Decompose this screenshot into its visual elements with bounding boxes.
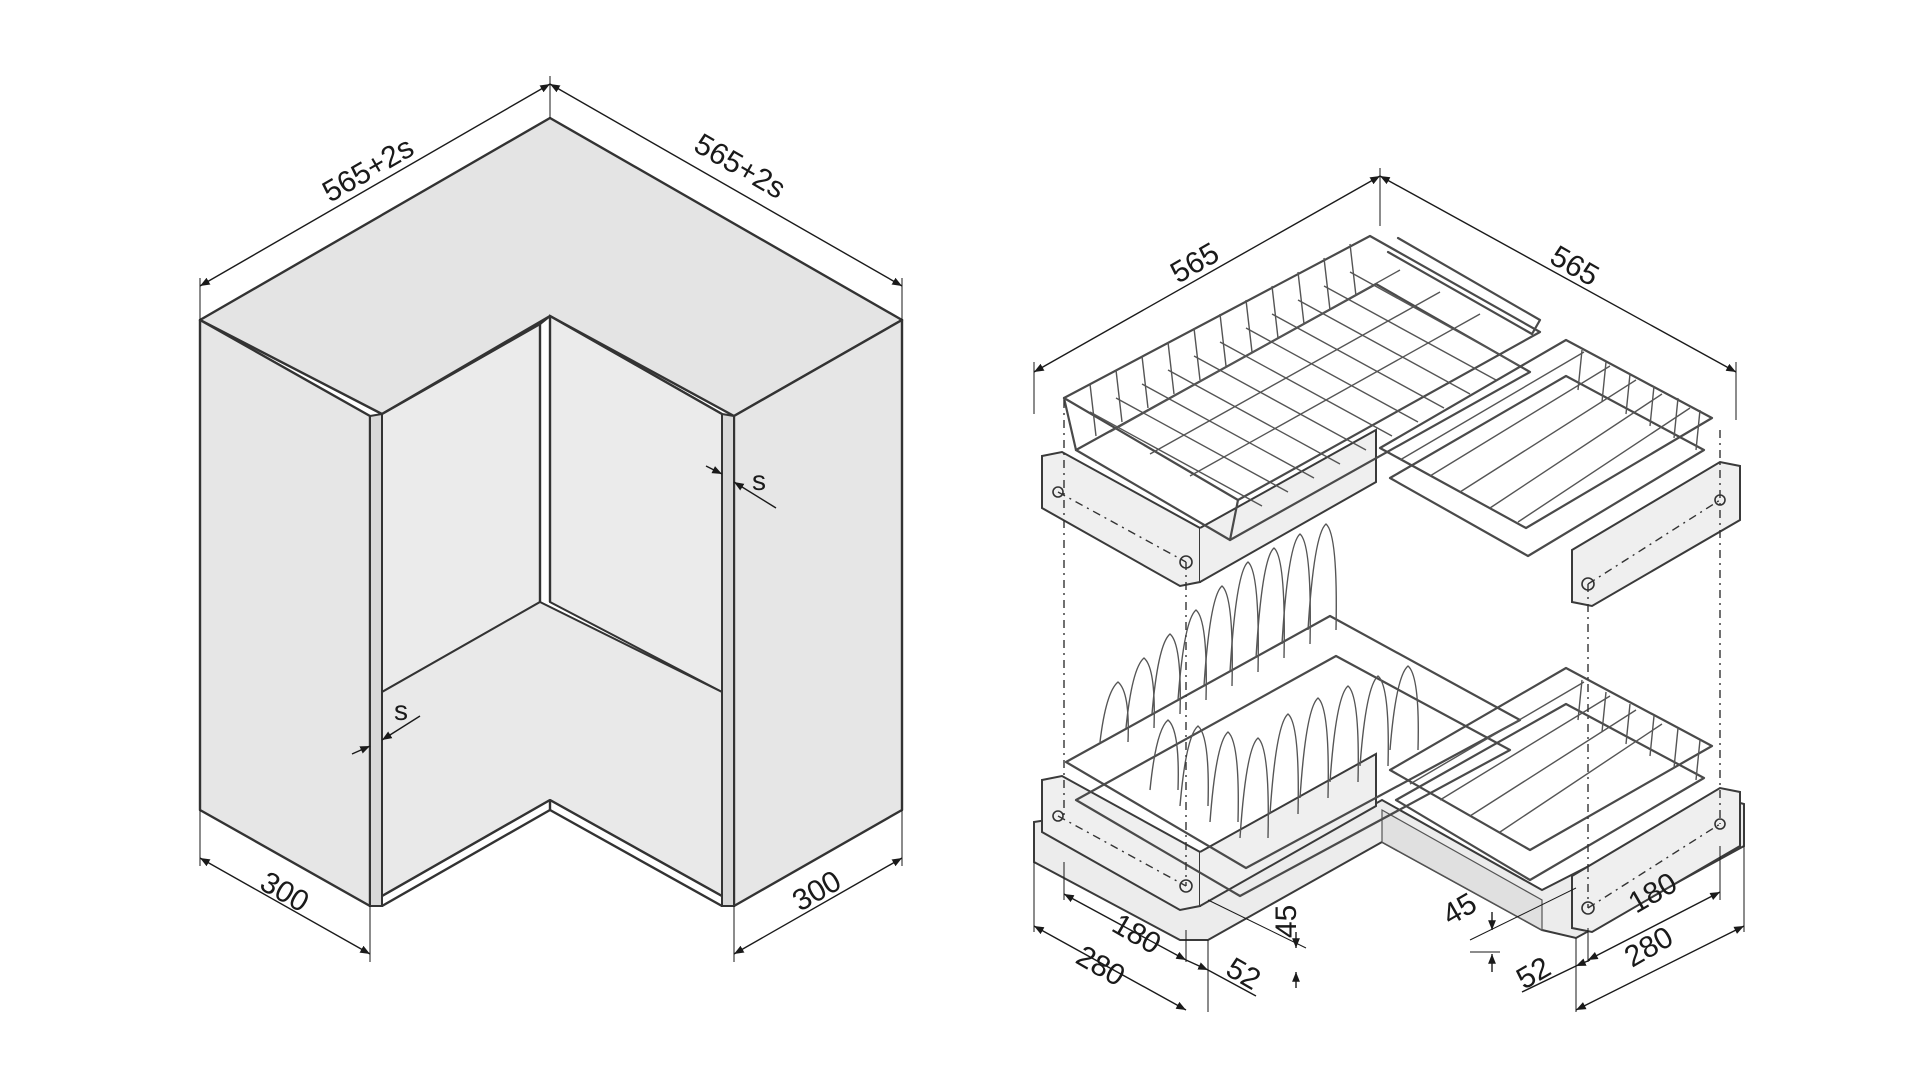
basket-right-280-label: 280 [1619, 920, 1679, 974]
cabinet-depth-right-label: 300 [787, 864, 847, 918]
basket-width-left-label: 565 [1165, 236, 1225, 290]
cabinet-width-right-label: 565+2s [689, 127, 791, 205]
upper-basket [1041, 234, 1741, 608]
plate-rack-fingers [1099, 523, 1419, 839]
cabinet-width-left-label: 565+2s [317, 131, 419, 209]
corner-cabinet: 565+2s 565+2s 300 300 s s [198, 76, 904, 962]
upper-right-ribs [1399, 349, 1701, 523]
cabinet-depth-left-label: 300 [255, 865, 315, 919]
cabinet-gap-right-label: s [752, 465, 766, 496]
wire-basket-set: 565 565 180 280 52 45 180 280 52 45 [1033, 168, 1745, 1012]
basket-right-52-label: 52 [1511, 951, 1556, 996]
lower-basket [1033, 523, 1745, 941]
cabinet-right-front-edge [721, 412, 735, 907]
lower-right-ribs [1409, 679, 1701, 833]
alignment-lines [1063, 400, 1721, 908]
basket-left-45-label: 45 [1270, 905, 1303, 938]
cabinet-gap-left-label: s [394, 695, 408, 726]
basket-left-52-label: 52 [1221, 951, 1266, 996]
basket-left-280-label: 280 [1071, 939, 1131, 993]
basket-width-right-label: 565 [1545, 239, 1605, 293]
cabinet-left-front-edge [369, 412, 383, 907]
cabinet-left-side [198, 318, 372, 908]
cabinet-right-side [732, 318, 904, 908]
